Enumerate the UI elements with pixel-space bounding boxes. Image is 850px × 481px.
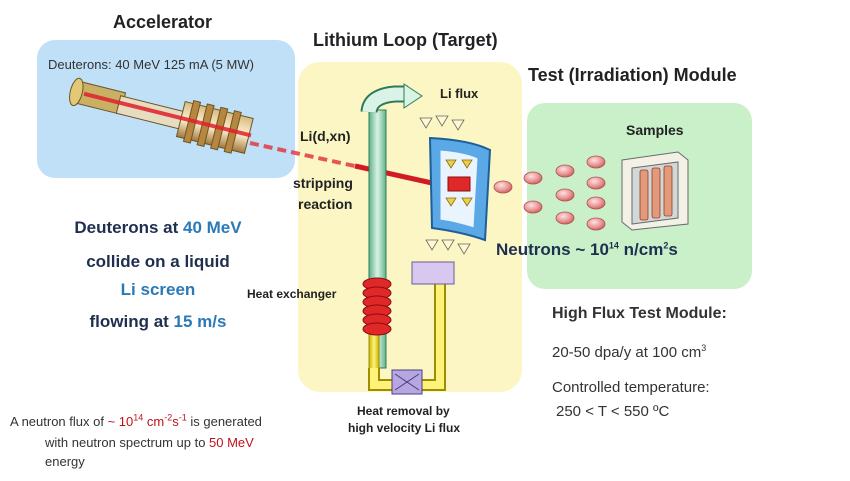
li-flux-label: Li flux <box>440 86 479 101</box>
summary-line-2: collide on a liquid <box>86 252 230 271</box>
accelerator-title: Accelerator <box>113 12 213 32</box>
footnote-line-1: A neutron flux of ~ 1014 cm-2s-1 is gene… <box>10 412 262 429</box>
beam-spec: Deuterons: 40 MeV 125 mA (5 MW) <box>48 57 254 72</box>
samples-label: Samples <box>626 122 684 138</box>
high-flux-title: High Flux Test Module: <box>552 305 727 322</box>
neutron-particles <box>493 155 606 231</box>
summary-line-1: Deuterons at 40 MeV <box>74 218 242 237</box>
footnote-line-3: energy <box>45 454 85 469</box>
lithium-loop-pipes <box>360 83 455 391</box>
dpa-rate: 20-50 dpa/y at 100 cm3 <box>552 343 707 362</box>
deuteron-beam <box>249 141 433 186</box>
target-title: Lithium Loop (Target) <box>313 30 498 50</box>
temperature-range: 250 < T < 550 ºC <box>556 403 670 420</box>
summary-line-4: flowing at 15 m/s <box>89 312 227 331</box>
sample-holder <box>621 151 689 231</box>
pump-icon <box>391 369 423 395</box>
footnote-line-2: with neutron spectrum up to 50 MeV <box>45 435 254 450</box>
heat-removal-label-1: Heat removal by <box>357 404 450 418</box>
heat-exchanger-label: Heat exchanger <box>247 287 337 301</box>
reaction-label-2: stripping <box>293 175 353 191</box>
lithium-screen <box>419 115 492 255</box>
reaction-label-1: Li(d,xn) <box>300 128 351 144</box>
neutron-flux-label: Neutrons ~ 1014 n/cm2s <box>496 240 678 259</box>
module-title: Test (Irradiation) Module <box>528 65 737 85</box>
reaction-label-3: reaction <box>298 196 353 212</box>
heat-exchanger-coil <box>362 277 392 336</box>
temperature-title: Controlled temperature: <box>552 379 710 396</box>
heat-removal-label-2: high velocity Li flux <box>348 421 461 435</box>
accelerator-illustration <box>69 77 254 155</box>
summary-line-3: Li screen <box>120 280 196 299</box>
